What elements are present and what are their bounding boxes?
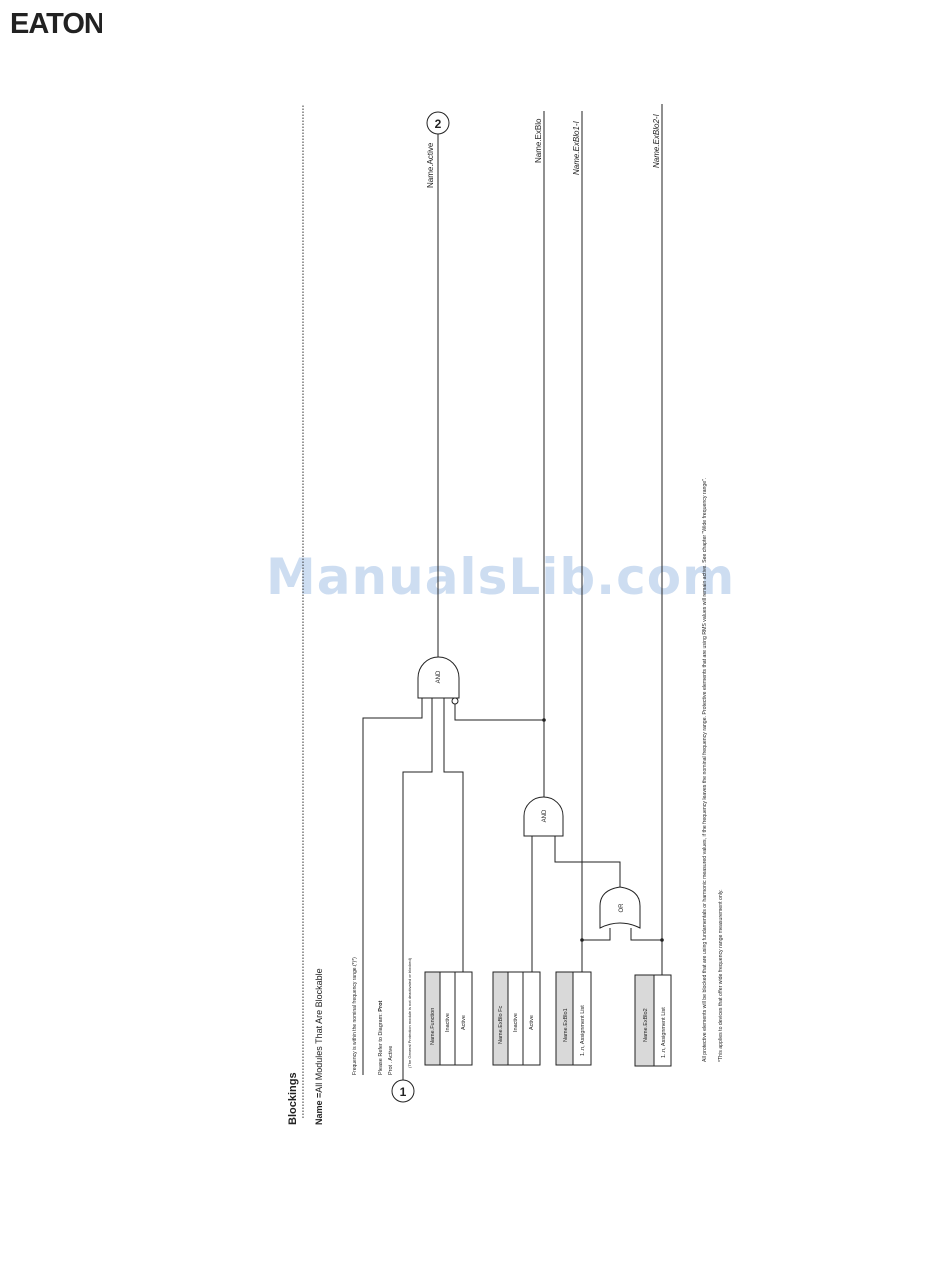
table-function: Name.Function Inactive Active <box>424 971 473 1066</box>
svg-text:(The General Protection module: (The General Protection module is not de… <box>407 957 412 1068</box>
eaton-logo: EATON <box>10 8 105 40</box>
wire-exblo1-to-or <box>582 928 611 941</box>
or-gate-label: OR <box>619 903 625 913</box>
table-function-cell-inactive: Inactive <box>445 1013 451 1032</box>
junction-exblo1 <box>580 938 584 942</box>
table-exblo2-cell: 1..n, Assignment List <box>661 1007 667 1058</box>
and-gate-sub-label: AND <box>542 809 548 822</box>
output-active-label: Name.Active <box>426 142 435 188</box>
wire-prot-active <box>402 698 433 1080</box>
negation-bubble <box>451 697 459 705</box>
output-exblo-label: Name.ExBlo <box>534 118 543 163</box>
or-gate <box>599 886 641 929</box>
output-exblo2-label: Name.ExBlo2-I <box>652 113 661 168</box>
and-gate-main-label: AND <box>436 670 442 683</box>
page-heading: Blockings <box>287 1072 299 1125</box>
wire-exblo2-to-or <box>630 928 662 941</box>
table-function-header: Name.Function <box>430 1008 436 1045</box>
table-exblofc-cell-active: Active <box>529 1015 535 1030</box>
wire-frequency <box>362 698 423 1075</box>
table-exblo1-cell: 1..n, Assignment List <box>580 1005 586 1056</box>
table-exblo1: Name.ExBlo1 1..n, Assignment List <box>555 971 592 1066</box>
table-exblo2-header: Name.ExBlo2 <box>643 1008 649 1042</box>
and-gate-sub <box>523 796 564 837</box>
frequency-note: Frequency is within the nominal frequenc… <box>352 957 358 1075</box>
watermark: ManualsLib.com <box>266 548 736 606</box>
svg-text:Please Refer to Diagram: Prot: Please Refer to Diagram: Prot <box>378 1001 384 1075</box>
logo-wordmark: EATON <box>10 8 102 38</box>
refer-line-1: Please Refer to Diagram: Prot <box>378 1001 384 1075</box>
wire-exblo-to-main-and <box>454 704 544 721</box>
table-exblo2: Name.ExBlo2 1..n, Assignment List <box>634 974 672 1067</box>
wire-or-to-and <box>554 836 621 887</box>
and-gate-main <box>417 656 460 699</box>
table-exblo1-header: Name.ExBlo1 <box>563 1008 569 1042</box>
subtitle-text: All Modules That Are Blockable <box>314 968 324 1092</box>
subtitle-prefix: Name = <box>314 1093 324 1125</box>
connector-in-circle <box>391 1079 415 1103</box>
refer-line-2: Prot . Active <box>388 1046 394 1075</box>
table-function-cell-active: Active <box>461 1015 467 1030</box>
output-exblo1-label: Name.ExBlo1-I <box>572 120 581 175</box>
connector-out-label: 2 <box>435 117 442 131</box>
svg-text:Prot . Active: Prot . Active <box>388 1046 394 1075</box>
connector-in-label: 1 <box>400 1085 407 1099</box>
refer-note: (The General Protection module is not de… <box>407 957 412 1068</box>
junction-exblo2 <box>660 938 664 942</box>
section-title: Blockings <box>287 1072 299 1125</box>
table-exblofc: Name.ExBlo Fc Inactive Active <box>492 971 541 1066</box>
page-subtitle: Name =All Modules That Are Blockable <box>314 968 324 1125</box>
table-exblofc-header: Name.ExBlo Fc <box>498 1006 504 1044</box>
wire-function-active <box>443 698 464 972</box>
svg-text:Name =All Modules That Are Blo: Name =All Modules That Are Blockable <box>314 968 324 1125</box>
junction-exblo <box>542 718 546 722</box>
table-exblofc-cell-inactive: Inactive <box>513 1013 519 1032</box>
footnote-2: *This applies to devices that offer wide… <box>718 889 724 1062</box>
svg-text:Frequency is within the nomina: Frequency is within the nominal frequenc… <box>352 957 358 1075</box>
footnote-1: All protective elements will be blocked … <box>702 478 708 1062</box>
connector-out-circle <box>426 111 450 135</box>
